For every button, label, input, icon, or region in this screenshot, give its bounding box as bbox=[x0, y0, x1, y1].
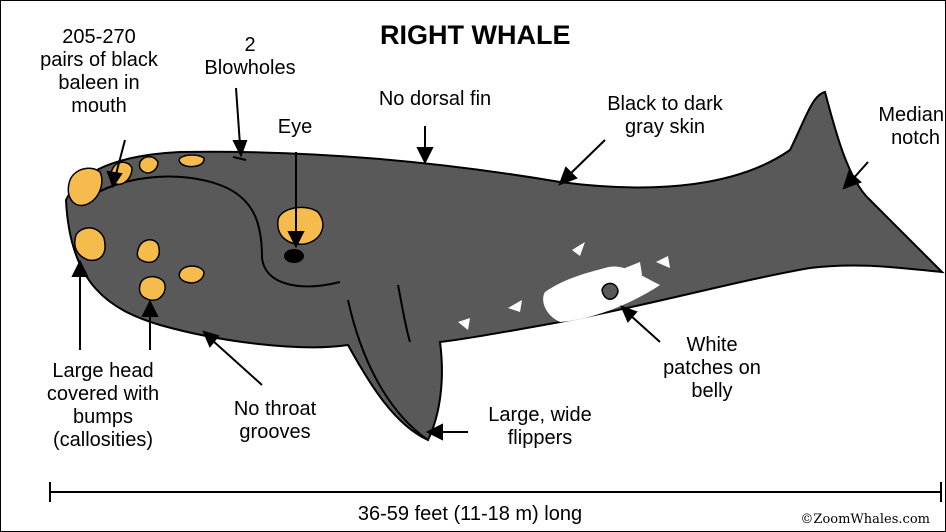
throat-arrow bbox=[212, 340, 262, 385]
label-line: belly bbox=[642, 380, 782, 403]
label-line: baleen in bbox=[24, 72, 174, 95]
callosity bbox=[179, 155, 204, 167]
blowholes-arrow bbox=[236, 88, 240, 145]
label-line: grooves bbox=[210, 421, 340, 444]
label-line: Large head bbox=[28, 360, 178, 383]
length-label: 36-59 feet (11-18 m) long bbox=[320, 503, 620, 526]
length-scale bbox=[50, 482, 942, 502]
label-median-notch: Median notch bbox=[852, 104, 944, 150]
label-line: White bbox=[642, 334, 782, 357]
label-line: gray skin bbox=[590, 116, 740, 139]
label-head: Large head covered with bumps (callositi… bbox=[28, 360, 178, 452]
belly-patch-notch bbox=[602, 283, 618, 299]
label-line: No throat bbox=[210, 398, 340, 421]
callosity bbox=[139, 157, 158, 173]
label-line: bumps bbox=[28, 406, 178, 429]
label-line: Large, wide bbox=[470, 404, 610, 427]
eye bbox=[284, 249, 304, 263]
diagram-title: RIGHT WHALE bbox=[380, 24, 570, 47]
label-line: pairs of black bbox=[24, 49, 174, 72]
callosity bbox=[137, 240, 159, 263]
label-line: (callosities) bbox=[28, 429, 178, 452]
label-line: 2 bbox=[180, 34, 320, 57]
label-line: patches on bbox=[642, 357, 782, 380]
credit: ©ZoomWhales.com bbox=[780, 508, 930, 531]
label-line: mouth bbox=[24, 95, 174, 118]
callosity bbox=[179, 266, 204, 283]
label-line: Median bbox=[852, 104, 944, 127]
callosity bbox=[139, 277, 165, 301]
label-baleen: 205-270 pairs of black baleen in mouth bbox=[24, 26, 174, 118]
label-line: notch bbox=[852, 127, 944, 150]
label-flippers: Large, wide flippers bbox=[470, 404, 610, 450]
label-belly: White patches on belly bbox=[642, 334, 782, 403]
label-line: covered with bbox=[28, 383, 178, 406]
label-line: 205-270 bbox=[24, 26, 174, 49]
label-dorsal-fin: No dorsal fin bbox=[360, 88, 510, 111]
label-line: Blowholes bbox=[180, 57, 320, 80]
skin-arrow bbox=[568, 140, 605, 176]
label-line: flippers bbox=[470, 427, 610, 450]
label-throat: No throat grooves bbox=[210, 398, 340, 444]
label-blowholes: 2 Blowholes bbox=[180, 34, 320, 80]
label-skin: Black to dark gray skin bbox=[590, 93, 740, 139]
label-line: Black to dark bbox=[590, 93, 740, 116]
label-eye: Eye bbox=[270, 116, 320, 139]
callosity bbox=[75, 228, 105, 260]
